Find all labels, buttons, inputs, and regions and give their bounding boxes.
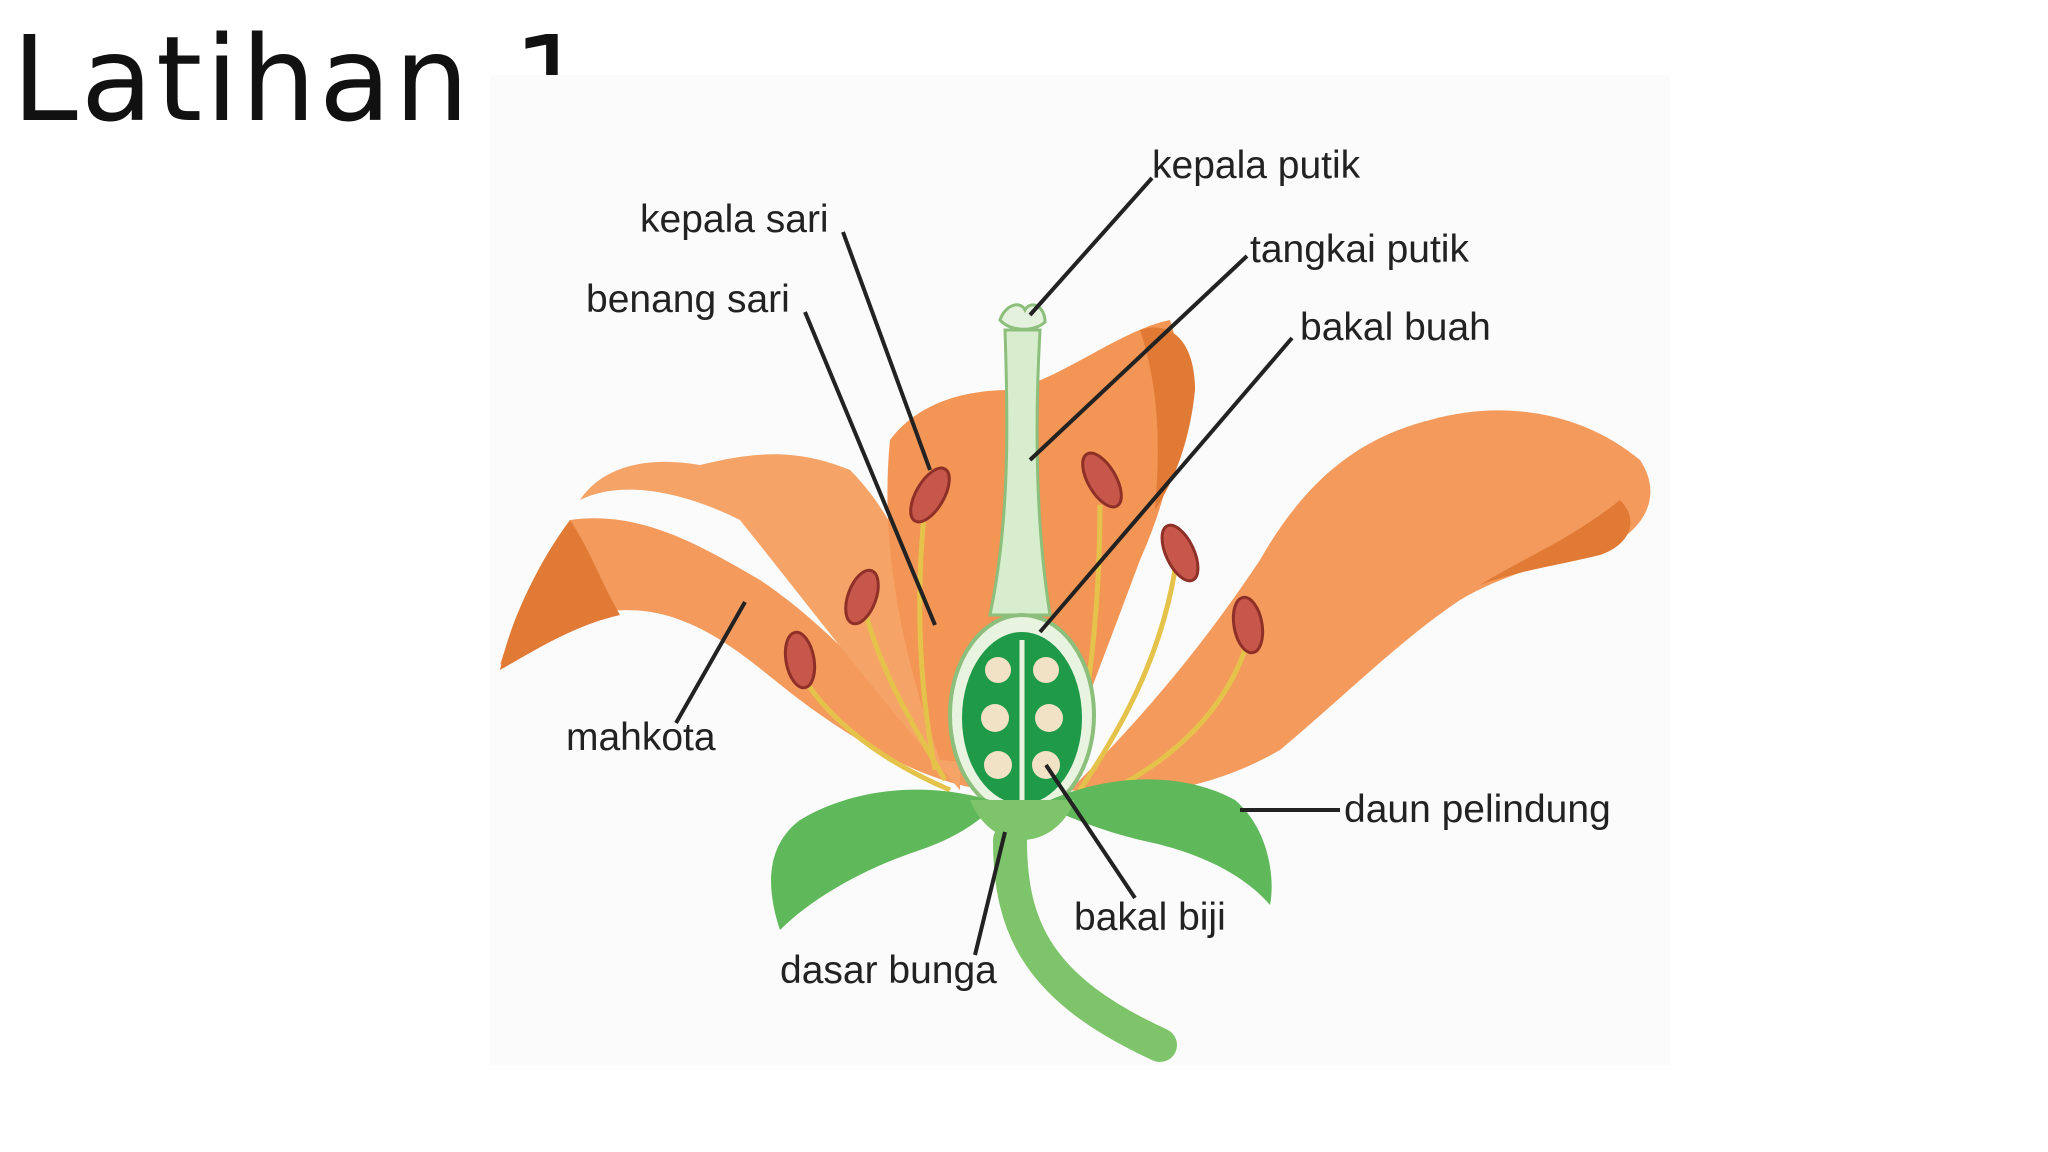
label-bakal-buah: bakal buah xyxy=(1300,306,1491,349)
filament-1 xyxy=(917,504,938,771)
receptacle xyxy=(970,800,1075,840)
petal-left xyxy=(500,518,990,790)
petal-center-fold xyxy=(1140,327,1195,510)
petal-left-upper xyxy=(580,454,960,790)
label-kepala-putik: kepala putik xyxy=(1152,144,1361,187)
petal-left-curl xyxy=(500,520,620,670)
label-daun-pelindung: daun pelindung xyxy=(1344,788,1611,831)
ovule xyxy=(1033,657,1059,683)
petal-right-edge xyxy=(1480,500,1631,585)
anther-3 xyxy=(783,630,817,690)
filament-5 xyxy=(1077,569,1178,792)
ovule xyxy=(1035,704,1063,732)
anther-4 xyxy=(1081,451,1123,509)
leader-kepala-putik xyxy=(1028,176,1154,317)
leader-kepala-sari xyxy=(841,231,932,471)
sepal-left xyxy=(771,789,990,930)
label-tangkai-putik: tangkai putik xyxy=(1250,228,1469,271)
ovule xyxy=(981,704,1009,732)
pistil-style xyxy=(988,328,1052,617)
anther-1 xyxy=(909,466,951,524)
ovule xyxy=(985,657,1011,683)
leader-tangkai-putik xyxy=(1028,254,1249,462)
leader-bakal-buah xyxy=(1038,336,1294,634)
leader-bakal-biji xyxy=(1044,763,1137,900)
anthers xyxy=(783,451,1265,690)
anther-6 xyxy=(1231,595,1265,655)
label-kepala-sari: kepala sari xyxy=(640,198,829,241)
label-mahkota: mahkota xyxy=(566,716,716,759)
label-bakal-biji: bakal biji xyxy=(1074,896,1226,939)
filament-3 xyxy=(802,678,951,793)
sepal-right xyxy=(1050,779,1272,905)
leader-mahkota xyxy=(674,601,747,724)
flower-stem xyxy=(993,823,1177,1062)
anther-2 xyxy=(844,568,880,626)
petal-right xyxy=(1070,410,1651,794)
leader-lines xyxy=(674,176,1340,956)
leader-benang-sari xyxy=(803,311,937,626)
filament-2 xyxy=(862,609,948,782)
ovule xyxy=(984,751,1012,779)
anther-5 xyxy=(1160,523,1200,583)
leader-dasar-bunga xyxy=(973,831,1007,956)
label-dasar-bunga: dasar bunga xyxy=(780,949,997,992)
ovules xyxy=(981,657,1063,779)
label-benang-sari: benang sari xyxy=(586,278,790,321)
